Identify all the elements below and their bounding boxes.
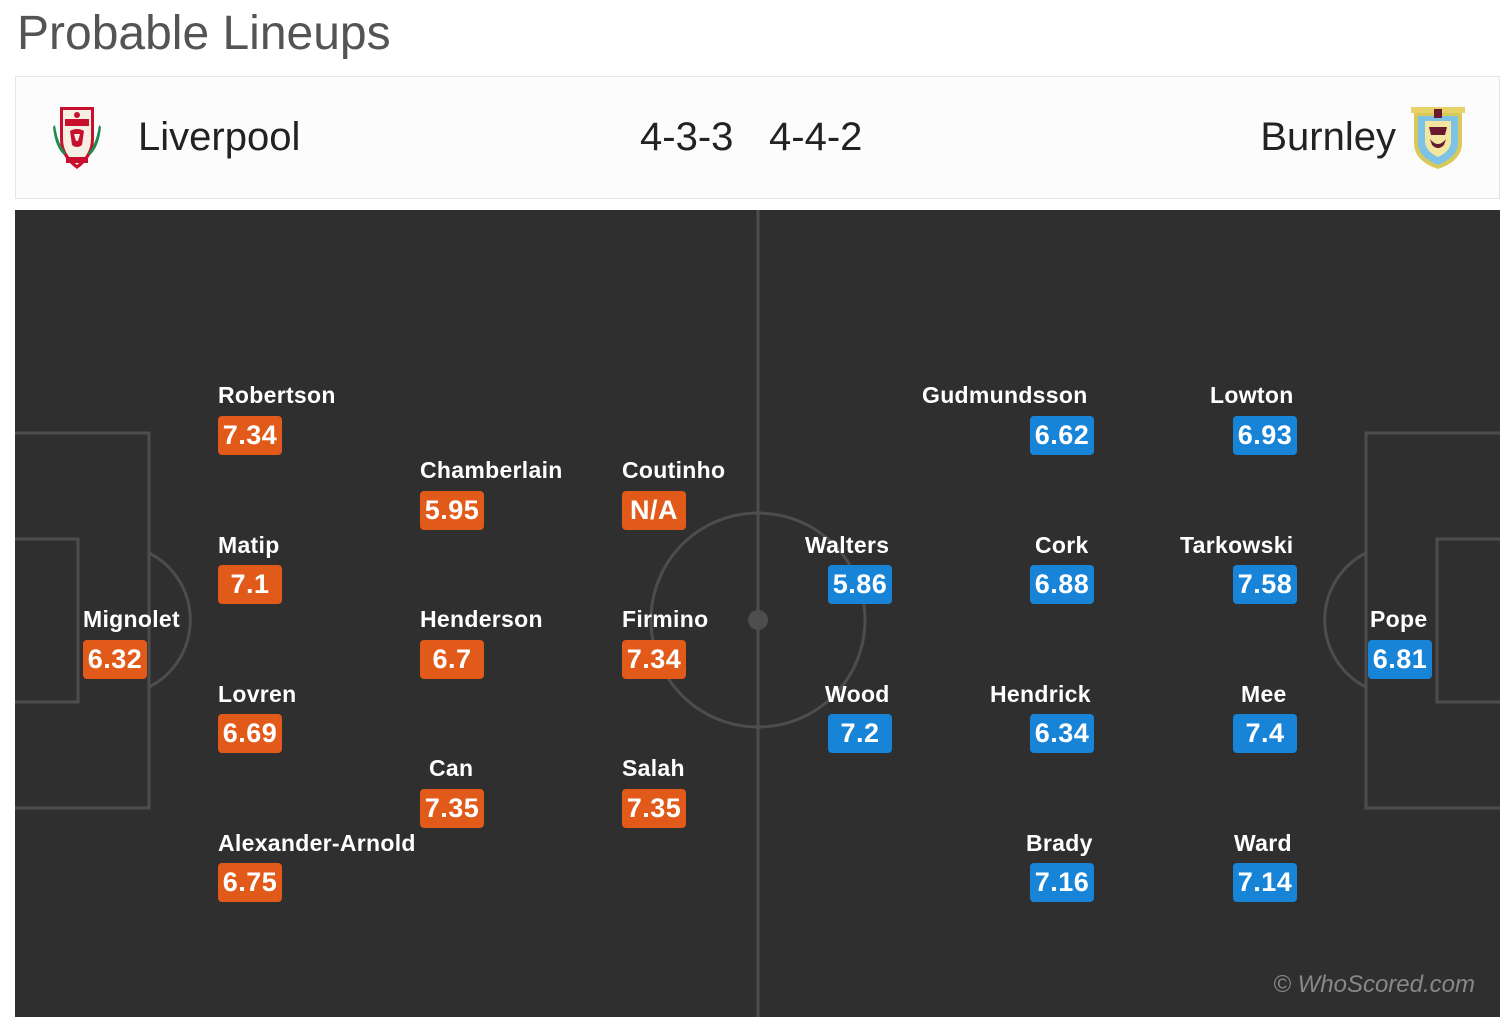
player-name[interactable]: Matip bbox=[218, 532, 280, 558]
player-rating-badge: N/A bbox=[622, 491, 686, 530]
player-name[interactable]: Chamberlain bbox=[420, 457, 563, 483]
player-name[interactable]: Salah bbox=[622, 755, 685, 781]
player-name[interactable]: Henderson bbox=[420, 606, 543, 632]
player-rating-badge: 6.69 bbox=[218, 714, 282, 753]
match-header: Liverpool 4-3-3 4-4-2 Burnley bbox=[15, 76, 1500, 199]
player-name[interactable]: Robertson bbox=[218, 382, 336, 408]
player-name[interactable]: Cork bbox=[1035, 532, 1089, 558]
away-formation: 4-4-2 bbox=[769, 115, 863, 159]
player-name[interactable]: Gudmundsson bbox=[922, 382, 1088, 408]
player-name[interactable]: Hendrick bbox=[990, 681, 1091, 707]
player-name[interactable]: Ward bbox=[1234, 830, 1292, 856]
player-rating-badge: 6.75 bbox=[218, 863, 282, 902]
player-name[interactable]: Coutinho bbox=[622, 457, 726, 483]
liverpool-crest-icon[interactable] bbox=[52, 105, 102, 171]
player-rating-badge: 7.35 bbox=[622, 789, 686, 828]
player-name[interactable]: Pope bbox=[1370, 606, 1428, 632]
player-rating-badge: 7.35 bbox=[420, 789, 484, 828]
player-rating-badge: 7.2 bbox=[828, 714, 892, 753]
player-rating-badge: 7.4 bbox=[1233, 714, 1297, 753]
player-rating-badge: 7.34 bbox=[218, 416, 282, 455]
player-name[interactable]: Tarkowski bbox=[1180, 532, 1294, 558]
player-rating-badge: 6.81 bbox=[1368, 640, 1432, 679]
player-name[interactable]: Lovren bbox=[218, 681, 297, 707]
player-rating-badge: 6.32 bbox=[83, 640, 147, 679]
home-team-name[interactable]: Liverpool bbox=[138, 115, 301, 159]
player-name[interactable]: Mee bbox=[1241, 681, 1287, 707]
player-rating-badge: 7.16 bbox=[1030, 863, 1094, 902]
pitch-markings bbox=[15, 210, 1500, 1017]
away-team-name[interactable]: Burnley bbox=[1260, 115, 1396, 159]
player-rating-badge: 6.7 bbox=[420, 640, 484, 679]
player-name[interactable]: Lowton bbox=[1210, 382, 1294, 408]
burnley-crest-icon[interactable] bbox=[1409, 105, 1467, 171]
player-rating-badge: 6.88 bbox=[1030, 565, 1094, 604]
player-rating-badge: 7.14 bbox=[1233, 863, 1297, 902]
player-rating-badge: 6.62 bbox=[1030, 416, 1094, 455]
player-name[interactable]: Brady bbox=[1026, 830, 1093, 856]
player-rating-badge: 6.34 bbox=[1030, 714, 1094, 753]
player-rating-badge: 6.93 bbox=[1233, 416, 1297, 455]
page-title: Probable Lineups bbox=[17, 7, 391, 60]
pitch: Mignolet 6.32 Robertson 7.34 Matip 7.1 L… bbox=[15, 210, 1500, 1017]
player-rating-badge: 7.58 bbox=[1233, 565, 1297, 604]
player-name[interactable]: Alexander-Arnold bbox=[218, 830, 416, 856]
player-name[interactable]: Walters bbox=[805, 532, 890, 558]
player-name[interactable]: Mignolet bbox=[83, 606, 180, 632]
player-name[interactable]: Firmino bbox=[622, 606, 709, 632]
player-rating-badge: 7.34 bbox=[622, 640, 686, 679]
player-rating-badge: 5.95 bbox=[420, 491, 484, 530]
whoscored-watermark: © WhoScored.com bbox=[1273, 971, 1475, 998]
player-name[interactable]: Can bbox=[429, 755, 474, 781]
player-rating-badge: 5.86 bbox=[828, 565, 892, 604]
player-rating-badge: 7.1 bbox=[218, 565, 282, 604]
player-name[interactable]: Wood bbox=[825, 681, 890, 707]
home-formation: 4-3-3 bbox=[640, 115, 734, 159]
